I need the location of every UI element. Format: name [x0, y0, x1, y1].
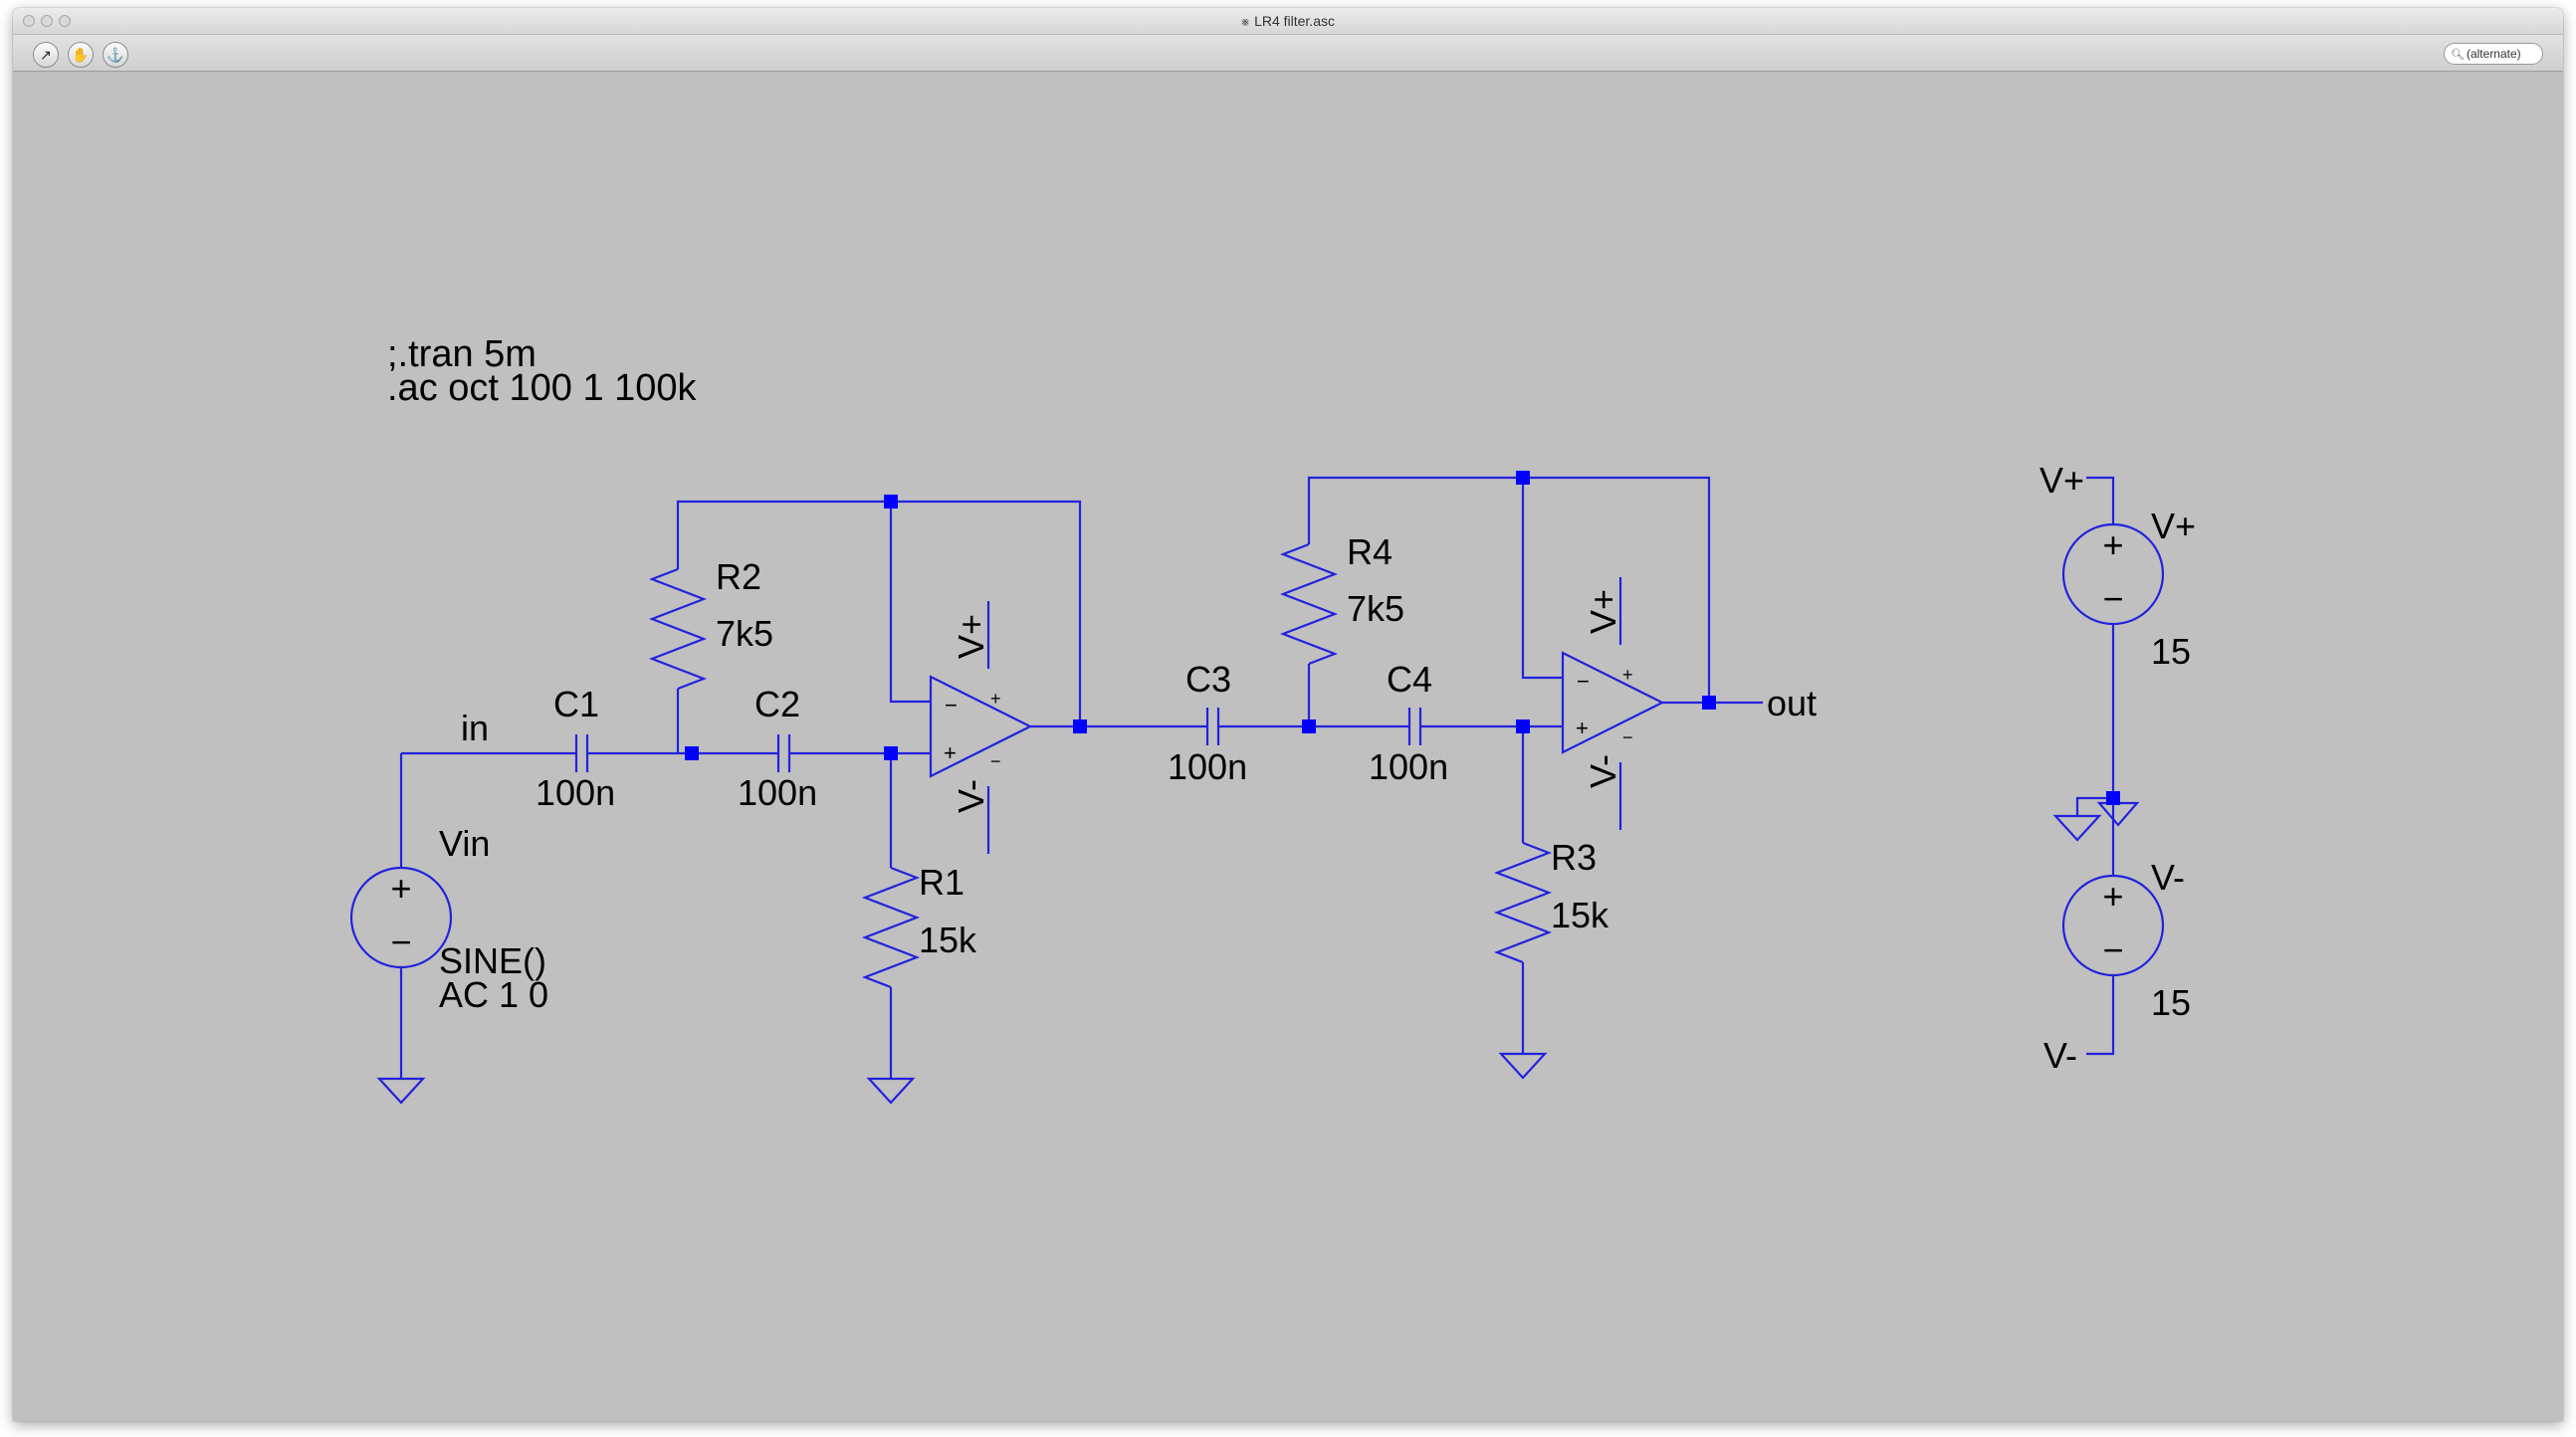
svg-text:−: −: [945, 693, 958, 718]
c3-value: 100n: [1168, 746, 1247, 787]
opamp1-vplus-label[interactable]: V+: [951, 614, 991, 659]
search-field[interactable]: 🔍︎: [2444, 43, 2543, 65]
schematic-canvas[interactable]: ;.tran 5m .ac oct 100 1 100k + − Vin SIN…: [13, 72, 2563, 1421]
c2-ref: C2: [754, 684, 800, 724]
hand-icon: ✋: [72, 46, 90, 63]
vin-ref: Vin: [439, 823, 490, 864]
svg-text:−: −: [390, 922, 411, 962]
search-input[interactable]: [2466, 47, 2536, 61]
resistor-r3[interactable]: [1493, 841, 1553, 964]
r2-value: 7k5: [716, 613, 773, 654]
capacitor-c1[interactable]: [574, 734, 589, 772]
opamp2-vplus-label[interactable]: V+: [1583, 589, 1623, 634]
zoom-window-button[interactable]: [59, 15, 71, 27]
opamp1-vminus-label[interactable]: V-: [951, 779, 991, 813]
svg-text:−: −: [1622, 727, 1633, 747]
resistor-r4[interactable]: [1279, 542, 1339, 666]
net-label-out[interactable]: out: [1767, 683, 1817, 723]
run-button[interactable]: ↗: [33, 42, 59, 68]
net-label-in[interactable]: in: [461, 708, 489, 748]
minimize-window-button[interactable]: [41, 15, 53, 27]
c4-value: 100n: [1369, 746, 1448, 787]
search-icon: 🔍︎: [2451, 48, 2465, 61]
svg-text:−: −: [2102, 578, 2123, 619]
title-bar: ⨳LR4 filter.asc: [13, 8, 2563, 35]
halt-button[interactable]: ✋: [68, 42, 94, 68]
svg-text:+: +: [990, 689, 1001, 709]
vneg-source[interactable]: + −: [2061, 874, 2165, 977]
r1-ref: R1: [919, 862, 965, 903]
tran-directive[interactable]: ;.tran 5m: [387, 333, 537, 375]
c4-ref: C4: [1387, 659, 1432, 700]
c1-ref: C1: [553, 684, 599, 724]
vpos-source[interactable]: + −: [2061, 522, 2165, 626]
r1-value: 15k: [919, 920, 977, 960]
capacitor-c2[interactable]: [776, 734, 791, 772]
svg-text:+: +: [1622, 665, 1633, 685]
r4-ref: R4: [1347, 531, 1393, 572]
resistor-r2[interactable]: [648, 567, 708, 691]
svg-text:+: +: [944, 740, 957, 765]
r2-ref: R2: [716, 556, 761, 597]
c3-ref: C3: [1185, 659, 1231, 700]
svg-text:+: +: [2102, 524, 2123, 565]
opamp2-vminus-label[interactable]: V-: [1583, 754, 1623, 788]
close-window-button[interactable]: [23, 15, 35, 27]
svg-text:−: −: [990, 751, 1001, 771]
vin-value-1: SINE(): [439, 940, 546, 981]
vpos-ref: V+: [2151, 506, 2196, 546]
toolbar: ↗ ✋ ⚓ 🔍︎: [13, 35, 2563, 72]
ac-directive[interactable]: .ac oct 100 1 100k: [387, 367, 698, 409]
r3-value: 15k: [1551, 895, 1610, 935]
capacitor-c4[interactable]: [1407, 708, 1422, 745]
svg-text:+: +: [2102, 876, 2123, 917]
window-title: ⨳LR4 filter.asc: [1241, 13, 1335, 29]
supply-vplus-net-label[interactable]: V+: [2039, 460, 2084, 501]
opamp-2[interactable]: − + + −: [1561, 577, 1665, 830]
probe-icon: ⚓: [107, 46, 124, 63]
r4-value: 7k5: [1347, 588, 1404, 629]
vin-value-2: AC 1 0: [439, 974, 548, 1015]
svg-text:+: +: [390, 868, 411, 909]
app-window: ⨳LR4 filter.asc ↗ ✋ ⚓ 🔍︎ ;.tran 5m .ac o…: [13, 8, 2563, 1421]
vneg-ref: V-: [2151, 857, 2185, 898]
r3-ref: R3: [1551, 837, 1597, 878]
svg-text:−: −: [1577, 669, 1590, 694]
resistor-r1[interactable]: [861, 866, 921, 989]
schematic-drawing: ;.tran 5m .ac oct 100 1 100k + − Vin SIN…: [349, 333, 2196, 1105]
c1-value: 100n: [536, 772, 615, 813]
supply-vminus-net-label[interactable]: V-: [2043, 1035, 2077, 1076]
svg-text:−: −: [2102, 929, 2123, 970]
c2-value: 100n: [738, 772, 817, 813]
svg-text:+: +: [1576, 716, 1589, 740]
wire-junctions: [685, 471, 2120, 805]
opamp-1[interactable]: − + + −: [929, 601, 1033, 854]
probe-button[interactable]: ⚓: [103, 42, 128, 68]
capacitor-c3[interactable]: [1205, 708, 1220, 745]
running-man-icon: ↗: [40, 46, 52, 63]
schematic-file-icon: ⨳: [1241, 14, 1250, 29]
vneg-value: 15: [2151, 982, 2191, 1023]
vin-source[interactable]: + −: [349, 753, 453, 1105]
vpos-value: 15: [2151, 631, 2191, 672]
